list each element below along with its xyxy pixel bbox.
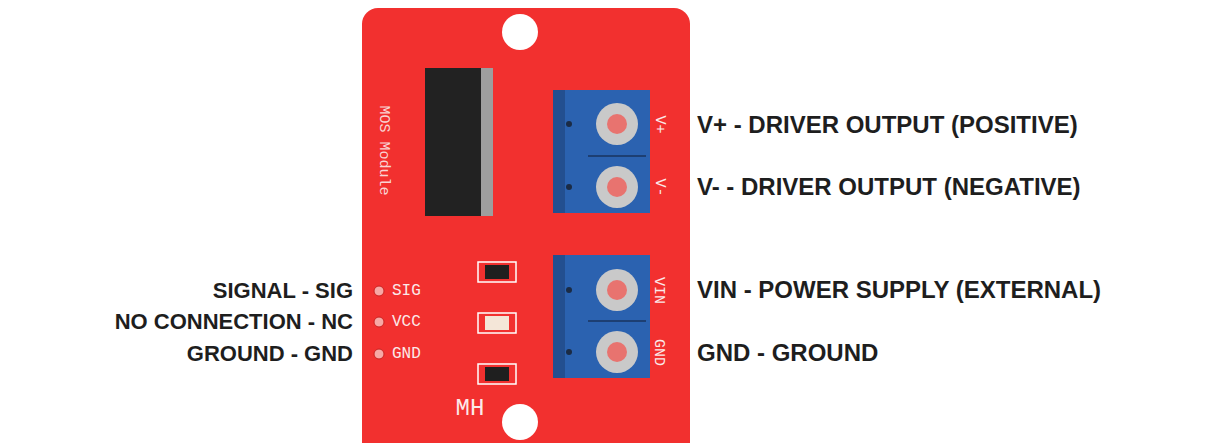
terminal-label: VIN [651,276,666,303]
callout-label: SIGNAL - SIG [213,280,353,302]
silkscreen-title: MOS Module [375,105,390,195]
pin-label: SIG [392,283,421,299]
pin-label: VCC [392,314,421,330]
header-pins [374,286,384,359]
callout-label: V+ - DRIVER OUTPUT (POSITIVE) [697,113,1078,137]
mounting-hole [502,14,538,50]
callout-label: GROUND - GND [187,343,353,365]
callout-label: V- - DRIVER OUTPUT (NEGATIVE) [697,175,1081,199]
terminal-block [553,90,650,213]
mounting-hole [502,404,538,440]
terminal-label: GND [651,338,666,365]
terminal-label: V- [651,178,666,196]
pin-label: GND [392,346,421,362]
terminal-block [553,255,650,378]
silkscreen-mark: MH [456,397,485,421]
callout-label: NO CONNECTION - NC [115,311,353,333]
callout-label: VIN - POWER SUPPLY (EXTERNAL) [697,278,1101,302]
terminal-label: V+ [651,115,666,133]
mosfet-body [425,68,481,216]
board [362,8,690,443]
mosfet-tab [481,68,493,216]
smd-parts [478,262,516,384]
callout-label: GND - GROUND [697,341,878,365]
